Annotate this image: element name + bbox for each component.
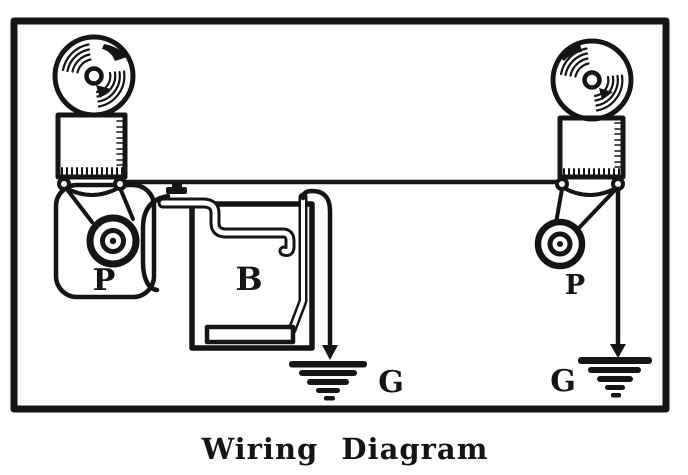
left-box-side-hatch (116, 120, 124, 166)
left-mounting-plate (53, 182, 157, 300)
left-push-button (86, 214, 140, 268)
border-frame (10, 17, 670, 413)
left-terminal-b (113, 177, 127, 191)
battery-ground-wire (300, 188, 333, 347)
left-ground-arrow (322, 345, 338, 360)
right-ground-label: G (550, 364, 576, 399)
right-gong-hub (582, 70, 602, 90)
battery-branch: B (140, 181, 338, 360)
right-box-bottom-hatch (563, 168, 620, 177)
battery-bottom-plate (204, 324, 296, 345)
left-gong-shade-wedge-bottom (96, 85, 111, 98)
left-bell-box (55, 112, 128, 180)
right-button-wire-a (554, 187, 564, 225)
left-bell: P (52, 34, 157, 300)
right-gong-shade-wedge-top (559, 44, 582, 61)
left-ground-symbol (289, 361, 367, 401)
right-gong-shade-wedge-bottom (599, 88, 613, 100)
battery-zinc-strap (157, 197, 296, 257)
right-push-button-label: P (565, 270, 585, 301)
right-bell: P (534, 38, 634, 358)
right-gong-shading-arcs (559, 47, 624, 112)
battery-drop-wire (140, 193, 171, 293)
right-terminal-a (555, 177, 569, 191)
right-ground-arrow (610, 344, 626, 358)
right-ground-symbol (578, 357, 652, 398)
battery-carbon-plate (287, 192, 308, 335)
left-button-wire-a (64, 186, 94, 224)
left-gong-shade-wedge-top (102, 44, 127, 61)
battery-binding-post (166, 181, 187, 194)
left-push-button-label: P (93, 263, 116, 298)
left-button-wire-b (118, 186, 135, 221)
left-gong-hub (84, 66, 104, 86)
right-button-wire-b (575, 187, 618, 232)
left-ground-label: G (378, 365, 404, 400)
right-bell-box (557, 115, 626, 180)
battery-label: B (235, 260, 262, 298)
right-push-button (534, 218, 586, 270)
battery-jar (189, 201, 315, 351)
figure-caption: Wiring Diagram (201, 432, 489, 466)
left-terminal-a (57, 177, 71, 191)
left-box-bottom-hatch (61, 167, 123, 176)
right-box-side-hatch (614, 122, 622, 168)
